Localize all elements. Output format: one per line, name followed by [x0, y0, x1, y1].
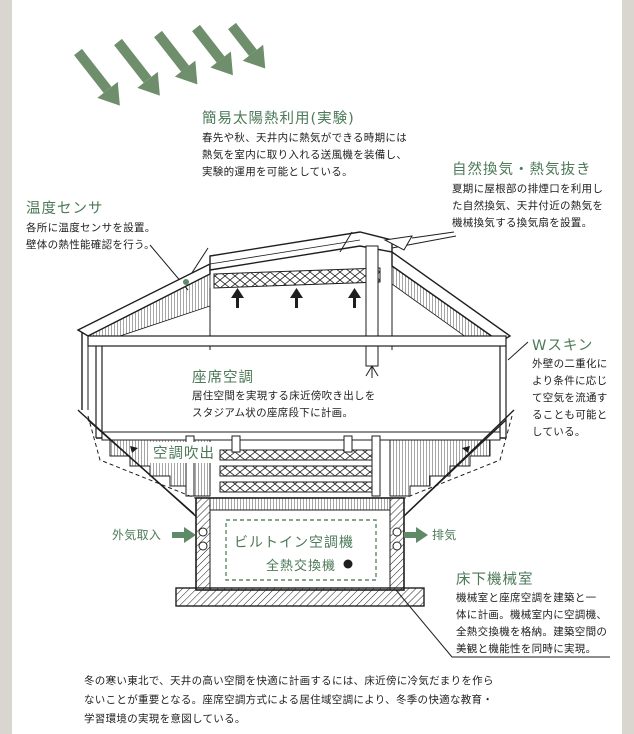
- intake-label: 外気取入: [112, 528, 162, 542]
- vent-title: 自然換気・熱気抜き: [452, 162, 592, 178]
- outlet-label: 空調吹出: [150, 442, 218, 463]
- air-flow-arrows: [130, 446, 470, 453]
- machine-title: 床下機械室: [456, 572, 534, 588]
- unit-marker-icon: [343, 559, 353, 569]
- sensor-text: 各所に温度センサを設置。壁体の熱性能確認を行う。: [26, 222, 156, 251]
- room-walls: [81, 332, 507, 441]
- seat-title: 座席空調: [192, 370, 254, 386]
- exhaust-label: 排気: [432, 528, 457, 542]
- footer-text: 冬の寒い東北で、天井の高い空間を快適に計画するには、床近傍に冷気だまりを作らない…: [84, 675, 494, 725]
- builtin-sub: 全熱交換機: [266, 559, 337, 574]
- sensor-marker-icon: [183, 279, 189, 285]
- builtin-unit-box: [225, 519, 377, 581]
- sensor-title: 温度センサ: [26, 201, 104, 217]
- roof: [76, 231, 512, 378]
- seat-text: 居住空間を実現する床近傍吹き出しをスタジアム状の座席段下に計画。: [192, 390, 376, 419]
- wskin-text: 外壁の二重化により条件に応じて空気を流通することも可能としている。: [532, 358, 608, 438]
- machine-text: 機械室と座席空調を建築と一体に計画。機械室内に空調機、全熱交換機を格納。建築空間…: [456, 592, 608, 655]
- lower-soffit: [77, 409, 515, 521]
- wskin-title: Wスキン: [532, 338, 594, 354]
- builtin-title: ビルトイン空調機: [234, 535, 354, 551]
- warm-air-up-arrows: [231, 288, 361, 308]
- solar-text: 春先や秋、天井内に熱気ができる時期には熱気を室内に取り入れる送風機を装備し、実験…: [202, 132, 408, 178]
- vent-text: 夏期に屋根部の排煙口を利用した自然換気、天井付近の熱気を機械換気する換気扇を設置…: [452, 183, 604, 229]
- solar-title: 簡易太陽熱利用(実験): [202, 111, 355, 127]
- exhaust-arrow-icon: [404, 527, 428, 543]
- intake-arrow-icon: [172, 527, 196, 543]
- sun-rays-icon: [74, 22, 266, 106]
- diagram-sheet: 簡易太陽熱利用(実験) 春先や秋、天井内に熱気ができる時期には熱気を室内に取り入…: [12, 0, 622, 734]
